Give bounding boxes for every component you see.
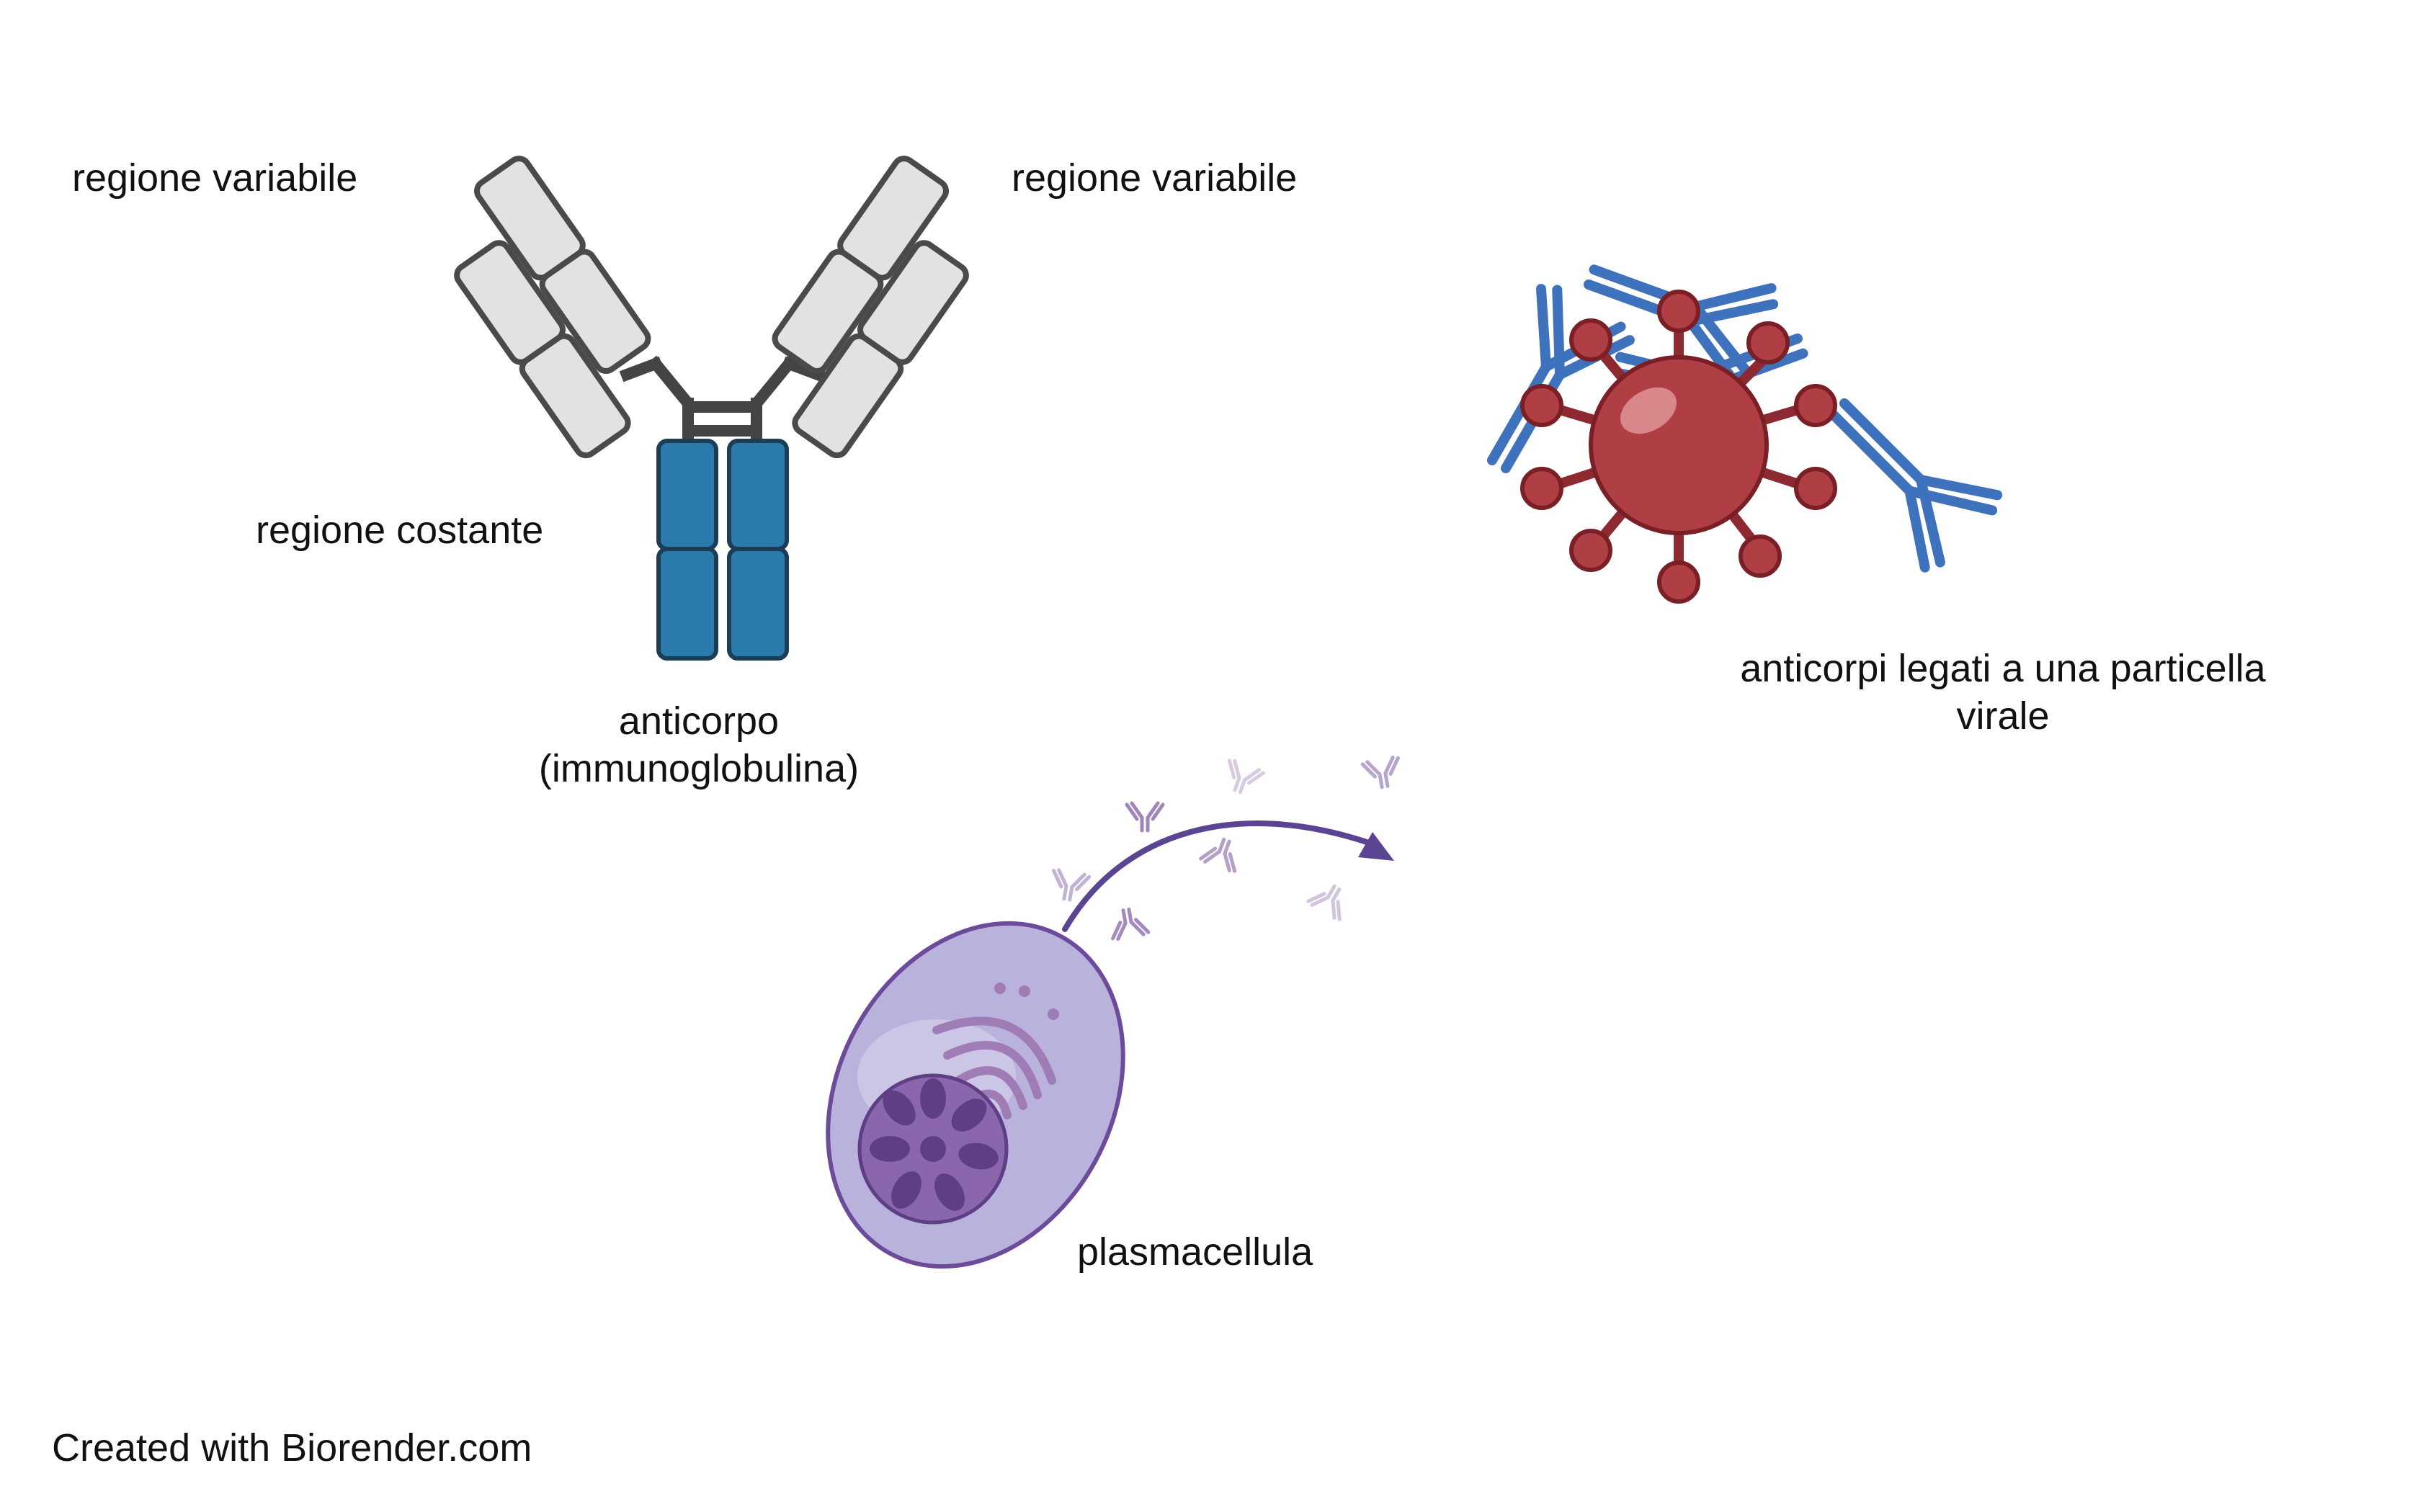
bound-antibodies-label-line1: anticorpi legati a una particella <box>1740 647 2266 690</box>
antibody-label: anticorpo (immunoglobulina) <box>497 697 901 792</box>
credit-text: Created with Biorender.com <box>52 1426 532 1469</box>
constant-region-label: regione costante <box>256 509 544 552</box>
hinge-region <box>619 355 826 452</box>
heavy-chain-constant-region <box>656 439 789 661</box>
antibody-label-line2: (immunoglobulina) <box>538 747 860 790</box>
variable-region-label-right: regione variabile <box>1012 156 1298 200</box>
virus-particle <box>1520 290 1837 604</box>
left-arm-fab <box>454 156 651 459</box>
right-arm-fab <box>772 156 969 459</box>
plasma-cell <box>826 921 1125 1269</box>
antibody-diagram <box>454 156 969 661</box>
plasma-cell-label: plasmacellula <box>1077 1230 1313 1274</box>
secretion-arrow <box>1062 820 1394 932</box>
bound-antibodies-label-line2: virale <box>1956 694 2050 738</box>
nucleus <box>857 1073 1009 1225</box>
secreted-antibodies <box>1049 756 1402 939</box>
antibody-label-line1: anticorpo <box>618 699 780 743</box>
variable-region-label-left: regione variabile <box>72 156 358 200</box>
bound-antibodies-label: anticorpi legati a una particella virale <box>1679 645 2327 740</box>
